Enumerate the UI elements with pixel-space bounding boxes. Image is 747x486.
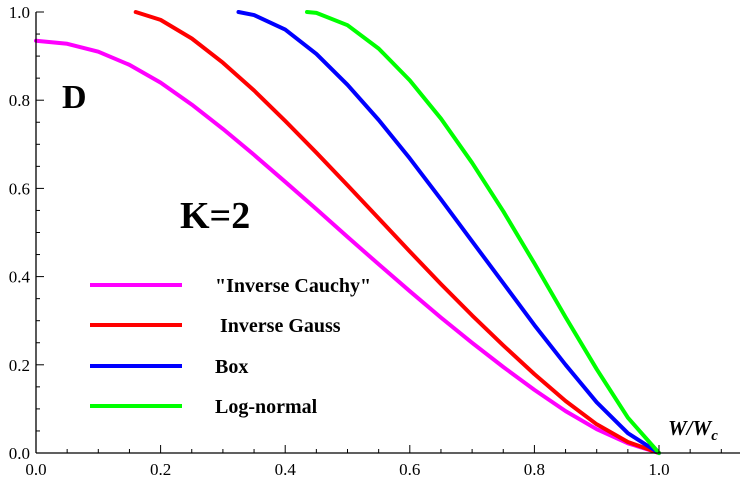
series-line-4 <box>305 10 661 455</box>
x-tick-label: 1.0 <box>648 460 669 479</box>
x-tick-label: 0.0 <box>25 460 46 479</box>
series-line-2 <box>133 10 661 455</box>
legend: "Inverse Cauchy" Inverse GaussBoxLog-norm… <box>90 275 371 418</box>
plot-lines <box>34 10 661 455</box>
x-axis-label: W/Wc <box>668 416 718 444</box>
y-tick-label: 0.8 <box>9 91 30 110</box>
x-tick-label: 0.2 <box>150 460 171 479</box>
x-axis-label-main: W/W <box>668 416 713 440</box>
k-annotation: K=2 <box>180 195 250 237</box>
axes <box>35 12 740 454</box>
x-axis-label-subscript: c <box>711 428 718 444</box>
legend-label-2: Inverse Gauss <box>220 315 341 337</box>
y-tick-label: 0.0 <box>9 444 30 463</box>
x-tick-label: 0.4 <box>275 460 297 479</box>
ticks: 0.0 0.2 0.4 0.6 0.8 1.0 0.0 0.2 0.4 0.6 0.8 1.0 <box>9 3 722 479</box>
series-line-1 <box>34 38 661 455</box>
legend-label-4: Log-normal <box>215 396 318 418</box>
y-tick-label: 0.6 <box>9 179 30 198</box>
x-tick-label: 0.8 <box>524 460 545 479</box>
legend-label-1: "Inverse Cauchy" <box>215 275 371 297</box>
x-tick-label: 0.6 <box>399 460 420 479</box>
y-tick-label: 0.2 <box>9 356 30 375</box>
panel-label: D <box>62 79 87 116</box>
y-tick-label: 1.0 <box>9 3 30 22</box>
y-tick-label: 0.4 <box>9 268 31 287</box>
series-line-3 <box>236 10 661 455</box>
legend-label-3: Box <box>215 356 248 378</box>
